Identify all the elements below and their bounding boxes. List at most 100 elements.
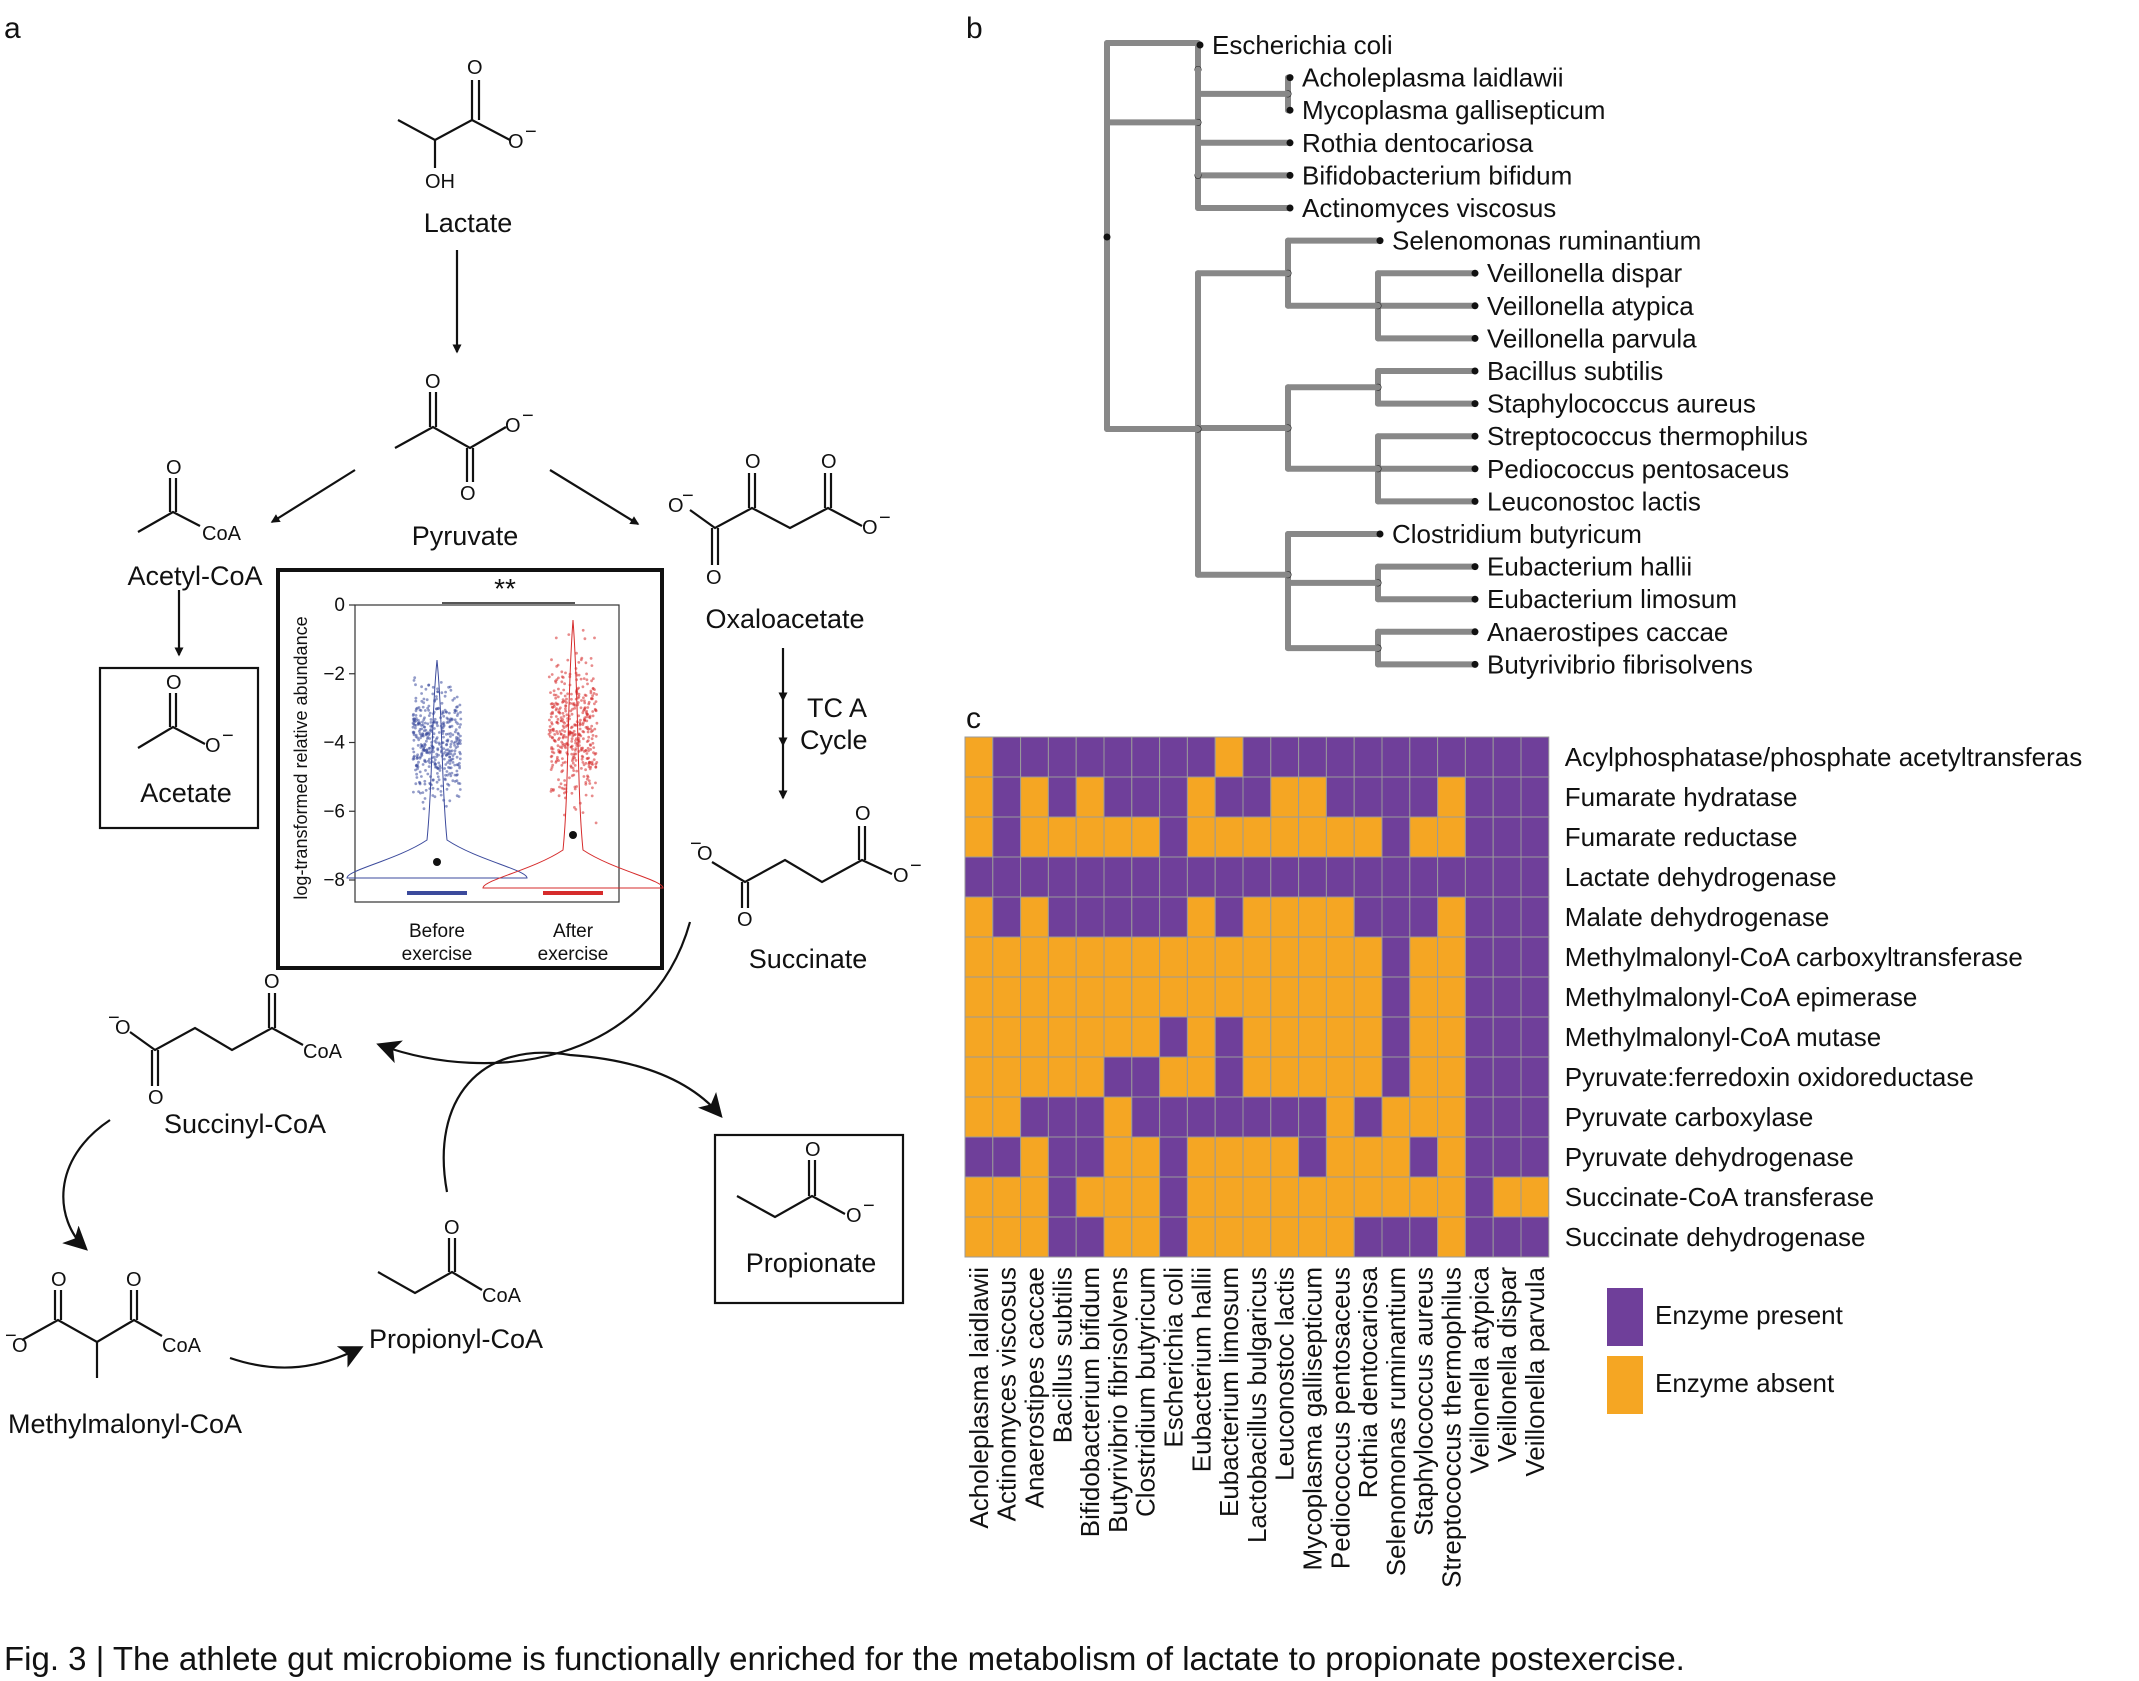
inset-point <box>422 746 426 750</box>
heatmap-cell <box>992 1016 1022 1058</box>
heatmap-cell <box>1298 1216 1327 1258</box>
tree-node <box>1286 171 1294 179</box>
inset-point <box>592 692 596 695</box>
inset-point <box>444 690 447 694</box>
heatmap-row-labels: Acylphosphatase/phosphate acetyltransfer… <box>1565 742 2082 1252</box>
inset-point <box>438 764 442 768</box>
inset-point <box>581 685 585 689</box>
svg-text:O: O <box>706 567 722 589</box>
inset-point <box>568 683 572 687</box>
arrow-propionylcoa-propionate <box>442 1051 723 1193</box>
inset-point <box>593 727 597 731</box>
tree-node <box>1286 204 1294 212</box>
inset-point <box>591 710 595 713</box>
inset-point <box>587 700 591 704</box>
heatmap-cell <box>1437 936 1466 978</box>
heatmap-cell <box>1159 1136 1188 1178</box>
heatmap-column-label: Lactobacillus bulgaricus <box>1242 1267 1272 1543</box>
inset-point <box>560 746 564 750</box>
inset-point <box>592 758 596 761</box>
heatmap-cell <box>1409 1176 1439 1218</box>
inset-point <box>415 755 419 759</box>
acetyl-coa-structure <box>137 478 201 533</box>
heatmap-cell <box>1298 816 1327 858</box>
inset-point <box>433 758 437 762</box>
inset-point <box>432 720 436 723</box>
inset-point <box>436 707 440 710</box>
inset-point <box>428 732 431 735</box>
inset-point <box>585 715 589 719</box>
heatmap-cell <box>1381 1176 1411 1218</box>
tree-node <box>1471 497 1479 505</box>
inset-point <box>455 773 458 777</box>
legend-label-absent: Enzyme absent <box>1655 1368 1835 1398</box>
inset-point <box>440 749 443 752</box>
inset-point <box>413 723 416 727</box>
inset-point <box>450 771 454 775</box>
inset-point <box>423 779 427 783</box>
inset-point <box>441 726 445 729</box>
heatmap-cell <box>1186 896 1216 938</box>
inset-point <box>574 739 577 742</box>
inset-point <box>431 786 435 790</box>
svg-text:O: O <box>126 1269 142 1291</box>
inset-point <box>584 661 588 665</box>
inset-point <box>428 781 432 785</box>
svg-text:O: O <box>264 971 280 993</box>
inset-point <box>426 759 430 763</box>
heatmap-cell <box>1270 856 1300 898</box>
heatmap-cell <box>1325 936 1355 978</box>
tree-node <box>1286 74 1294 82</box>
heatmap-cell <box>1437 976 1466 1018</box>
heatmap-cell <box>1159 896 1188 938</box>
tree-taxon-label: Bacillus subtilis <box>1487 356 1663 386</box>
inset-point <box>563 699 567 703</box>
inset-point <box>561 769 565 772</box>
inset-point <box>563 813 566 817</box>
inset-point <box>440 784 443 788</box>
inset-point <box>422 701 426 705</box>
heatmap-column-label: Veillonella atypica <box>1464 1266 1494 1473</box>
heatmap-cell <box>1437 776 1466 818</box>
heatmap-cell <box>1131 1016 1161 1058</box>
inset-point <box>423 716 426 720</box>
heatmap-cell <box>1325 1136 1355 1178</box>
heatmap-cell <box>1520 936 1550 978</box>
inset-point <box>424 769 427 772</box>
inset-point <box>574 747 578 751</box>
inset-point <box>551 736 554 739</box>
inset-point <box>575 651 578 655</box>
inset-point <box>547 728 551 732</box>
heatmap-column-label: Clostridium butyricum <box>1131 1267 1161 1517</box>
heatmap-cell <box>964 976 994 1018</box>
tree-node <box>1376 237 1384 245</box>
inset-point <box>563 721 566 725</box>
svg-text:OH: OH <box>425 171 455 193</box>
inset-point <box>564 796 567 800</box>
heatmap-cell <box>1214 896 1244 938</box>
inset-point <box>435 721 439 725</box>
lactate-label: Lactate <box>424 208 513 238</box>
inset-point <box>433 717 437 721</box>
heatmap-cell <box>1325 776 1355 818</box>
heatmap-cell <box>1325 1096 1355 1138</box>
inset-point <box>573 764 577 767</box>
compound-labels: Lactate Pyruvate Acetyl-CoA Acetate Oxal… <box>8 208 876 1439</box>
heatmap-cell <box>1075 776 1105 818</box>
heatmap-cell <box>1186 1096 1216 1138</box>
legend-label-present: Enzyme present <box>1655 1300 1844 1330</box>
heatmap-cell <box>992 736 1022 778</box>
acetyl-coa-label: Acetyl-CoA <box>127 561 262 591</box>
inset-point <box>561 728 564 732</box>
svg-text:O: O <box>460 483 476 505</box>
heatmap-cell <box>1464 776 1494 818</box>
inset-point <box>448 799 452 803</box>
inset-point <box>592 751 595 754</box>
heatmap-cell <box>1186 936 1216 978</box>
heatmap-cell <box>1075 1216 1105 1258</box>
inset-point <box>565 697 568 701</box>
heatmap-cell <box>1381 856 1411 898</box>
arrow-methylmalonyl-propionylcoa <box>229 1346 364 1369</box>
inset-point <box>560 670 564 674</box>
heatmap-cell <box>1242 976 1272 1018</box>
